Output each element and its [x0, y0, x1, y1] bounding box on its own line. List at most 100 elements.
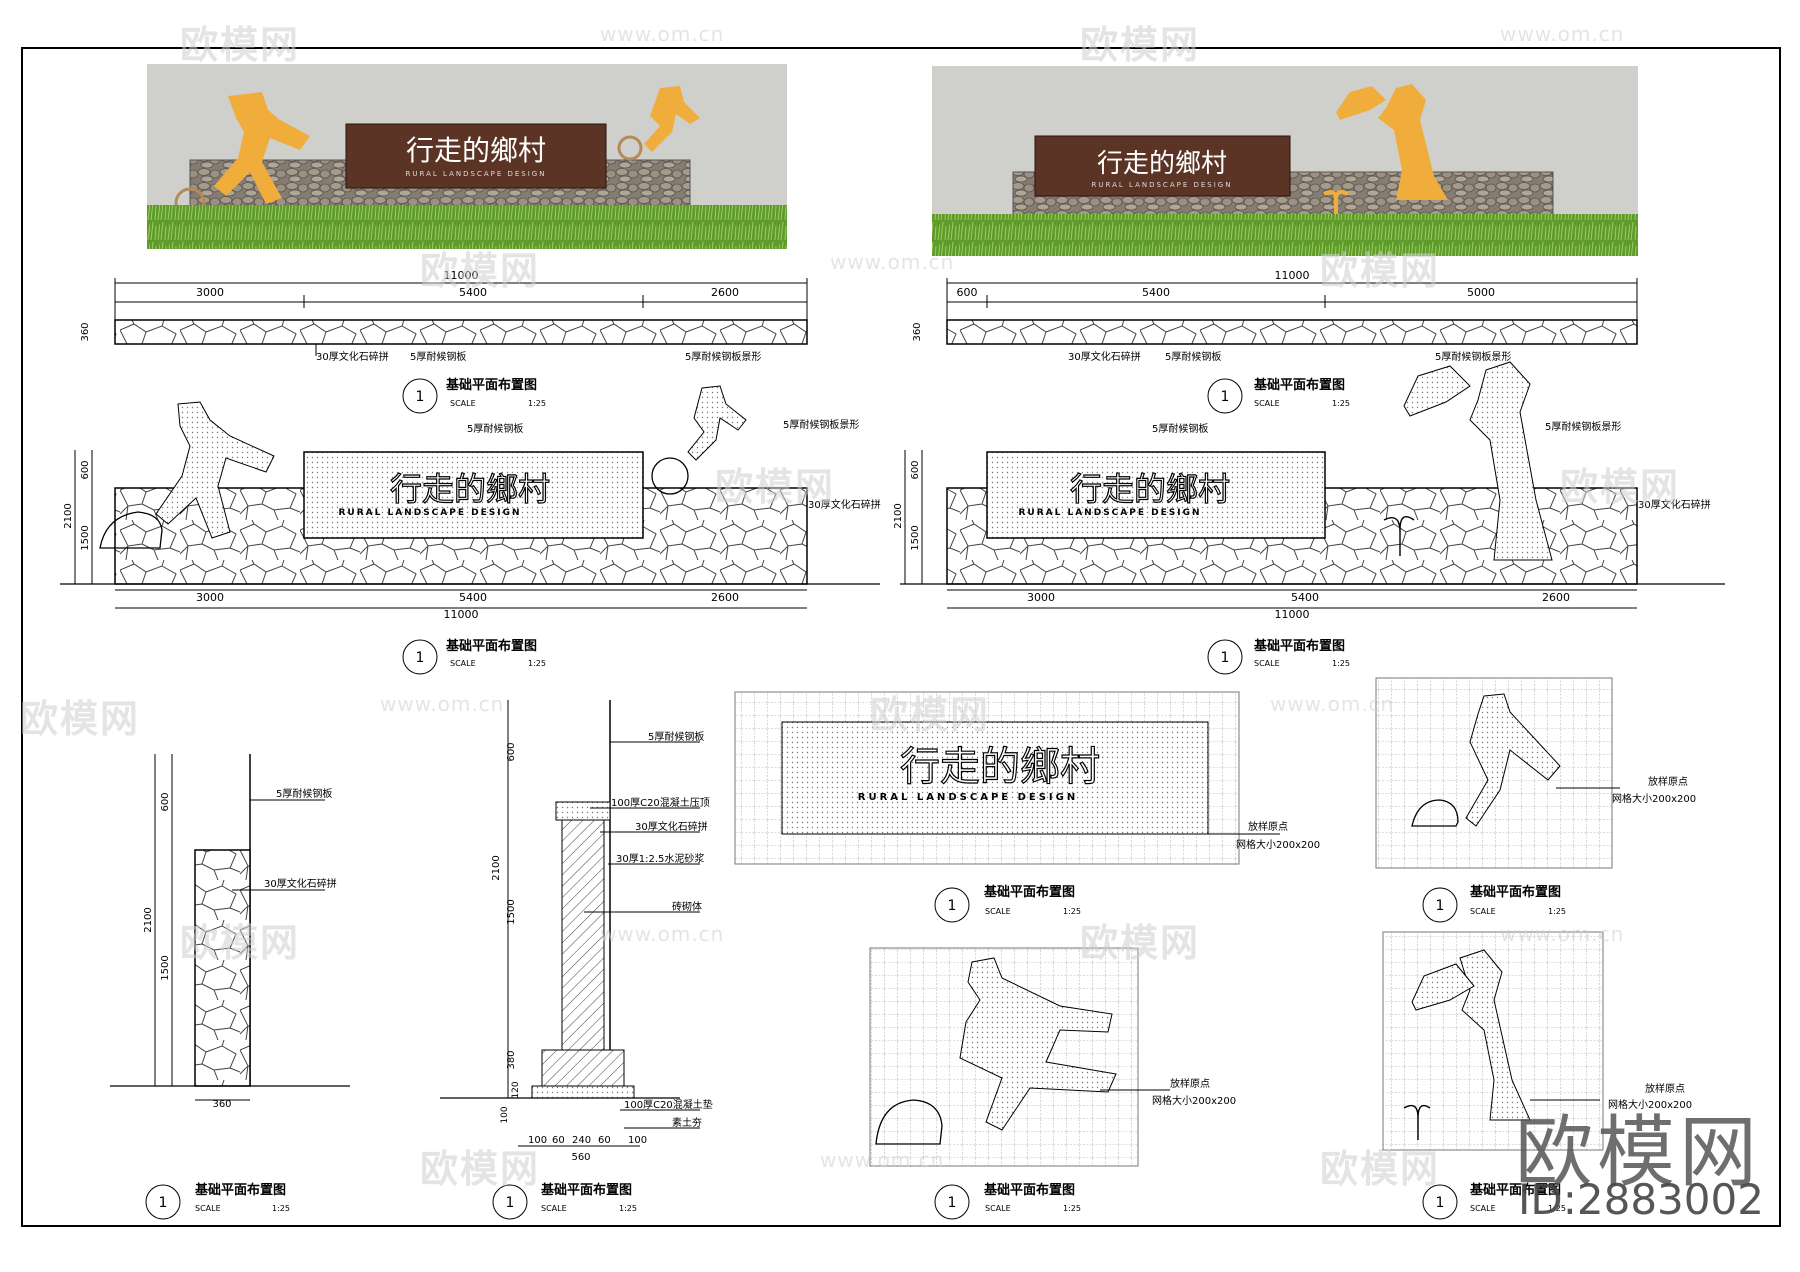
svg-text:100厚C20混凝土压顶: 100厚C20混凝土压顶 [611, 796, 710, 809]
svg-text:30厚文化石碎拼: 30厚文化石碎拼 [635, 820, 708, 833]
svg-text:1:25: 1:25 [1332, 399, 1350, 408]
svg-text:5厚耐候钢板景形: 5厚耐候钢板景形 [1435, 350, 1511, 363]
svg-text:网格大小200x200: 网格大小200x200 [1612, 792, 1696, 805]
svg-text:30厚1:2.5水泥砂浆: 30厚1:2.5水泥砂浆 [616, 852, 704, 865]
svg-text:2600: 2600 [711, 591, 739, 604]
svg-text:100厚C20混凝土垫: 100厚C20混凝土垫 [624, 1098, 713, 1111]
svg-text:30厚文化石碎拼: 30厚文化石碎拼 [264, 877, 337, 890]
render-left-sign-sub: RURAL LANDSCAPE DESIGN [406, 170, 547, 178]
svg-text:行走的鄉村: 行走的鄉村 [900, 744, 1100, 790]
elevation-right: 行走的鄉村 RURAL LANDSCAPE DESIGN 600 1500 21… [893, 361, 1725, 675]
svg-text:SCALE: SCALE [1470, 907, 1496, 916]
render-right-sign-sub: RURAL LANDSCAPE DESIGN [1092, 181, 1233, 189]
svg-text:1:25: 1:25 [272, 1204, 290, 1213]
render-left-kid-figure [644, 86, 700, 152]
render-left-runner-figure [214, 92, 310, 204]
svg-text:100: 100 [628, 1135, 647, 1146]
svg-text:5400: 5400 [1142, 286, 1170, 299]
elevation-left-runner-figure [155, 401, 275, 539]
svg-text:1: 1 [948, 1195, 957, 1211]
svg-text:1:25: 1:25 [619, 1204, 637, 1213]
structural-section-masonry [561, 819, 605, 1051]
render-right-steel-sign [1034, 135, 1291, 197]
elevation-right-steel-plate [986, 451, 1326, 539]
svg-text:1:25: 1:25 [1063, 1204, 1081, 1213]
brand-stamp: 欧模网 [1515, 1108, 1762, 1198]
svg-text:1: 1 [1221, 650, 1230, 666]
svg-text:5400: 5400 [459, 591, 487, 604]
svg-text:1: 1 [948, 898, 957, 914]
render-right-girl-figure [1378, 84, 1448, 200]
svg-text:600: 600 [80, 460, 91, 479]
svg-text:砖砌体: 砖砌体 [672, 900, 702, 913]
plan-left-wall [114, 319, 808, 345]
svg-text:380: 380 [506, 1050, 517, 1069]
render-right-sign-title: 行走的鄉村 [1097, 149, 1227, 179]
svg-text:SCALE: SCALE [450, 399, 476, 408]
svg-text:600: 600 [910, 460, 921, 479]
svg-text:240: 240 [572, 1135, 591, 1146]
svg-text:1: 1 [416, 650, 425, 666]
render-right-watering-can [1336, 86, 1386, 120]
svg-text:5厚耐候钢板: 5厚耐候钢板 [276, 787, 332, 800]
svg-text:网格大小200x200: 网格大小200x200 [1236, 838, 1320, 851]
svg-text:5厚耐候钢板景形: 5厚耐候钢板景形 [783, 418, 859, 431]
svg-text:5400: 5400 [1291, 591, 1319, 604]
svg-text:2100: 2100 [491, 855, 502, 880]
elevation-right-girl-figure [1469, 361, 1553, 561]
render-left-steel-sign [345, 123, 607, 189]
svg-text:2100: 2100 [893, 503, 904, 528]
svg-text:11000: 11000 [444, 608, 479, 621]
svg-text:1:25: 1:25 [1063, 907, 1081, 916]
grid-runner-figure: 放样原点 网格大小200x200 1 基础平面布置图 SCALE 1:25 [869, 947, 1236, 1220]
svg-text:放样原点: 放样原点 [1248, 820, 1288, 833]
svg-text:1:25: 1:25 [1548, 907, 1566, 916]
svg-text:100: 100 [528, 1135, 547, 1146]
plan-left-note-steel: 5厚耐候钢板 [410, 350, 466, 363]
svg-text:100: 100 [500, 1106, 510, 1123]
grid-kid-figure: 放样原点 网格大小200x200 1 基础平面布置图 SCALE 1:25 [1375, 677, 1696, 923]
plan-left-dim-5400: 5400 [459, 286, 487, 299]
render-left-sign-title: 行走的鄉村 [406, 134, 546, 167]
svg-text:1500: 1500 [910, 525, 921, 550]
svg-text:素土夯: 素土夯 [672, 1116, 702, 1129]
svg-text:3000: 3000 [196, 591, 224, 604]
plan-left-note-figure: 5厚耐候钢板景形 [685, 350, 761, 363]
svg-text:360: 360 [212, 1099, 231, 1110]
svg-text:基础平面布置图: 基础平面布置图 [445, 638, 537, 654]
side-section: 600 1500 2100 5厚耐候钢板 30厚文化石碎拼 360 1 基础平面… [110, 754, 350, 1220]
svg-text:1:25: 1:25 [528, 399, 546, 408]
grid-girl-figure: 放样原点 网格大小200x200 1 基础平面布置图 SCALE 1:25 [1382, 931, 1692, 1220]
svg-text:1: 1 [506, 1195, 515, 1211]
svg-text:放样原点: 放样原点 [1648, 775, 1688, 788]
svg-text:行走的鄉村: 行走的鄉村 [1070, 470, 1230, 508]
svg-text:基础平面布置图: 基础平面布置图 [1469, 1182, 1561, 1198]
svg-text:600: 600 [160, 792, 171, 811]
plan-left-dim-2600: 2600 [711, 286, 739, 299]
svg-text:放样原点: 放样原点 [1170, 1077, 1210, 1090]
svg-text:30厚文化石碎拼: 30厚文化石碎拼 [1068, 350, 1141, 363]
svg-text:基础平面布置图: 基础平面布置图 [1253, 638, 1345, 654]
svg-text:60: 60 [598, 1135, 611, 1146]
svg-text:SCALE: SCALE [1254, 659, 1280, 668]
render-left: 行走的鄉村 RURAL LANDSCAPE DESIGN [147, 64, 787, 249]
svg-text:基础平面布置图: 基础平面布置图 [194, 1182, 286, 1198]
elevation-left-steel-plate [303, 451, 644, 539]
svg-text:1: 1 [1221, 389, 1230, 405]
svg-text:SCALE: SCALE [450, 659, 476, 668]
structural-section-coping [555, 801, 611, 821]
svg-text:30厚文化石碎拼: 30厚文化石碎拼 [1638, 498, 1711, 511]
svg-text:网格大小200x200: 网格大小200x200 [1152, 1094, 1236, 1107]
svg-text:RURAL LANDSCAPE DESIGN: RURAL LANDSCAPE DESIGN [858, 792, 1078, 803]
plan-left-dim-3000: 3000 [196, 286, 224, 299]
svg-text:5000: 5000 [1467, 286, 1495, 299]
svg-text:2600: 2600 [1542, 591, 1570, 604]
svg-text:11000: 11000 [1275, 608, 1310, 621]
svg-text:SCALE: SCALE [985, 1204, 1011, 1213]
svg-text:600: 600 [506, 742, 517, 761]
svg-text:5厚耐候钢板: 5厚耐候钢板 [1152, 422, 1208, 435]
svg-text:1: 1 [416, 389, 425, 405]
sheet-border [21, 47, 1781, 1227]
structural-section-base [531, 1085, 635, 1099]
svg-text:放样原点: 放样原点 [1645, 1082, 1685, 1095]
